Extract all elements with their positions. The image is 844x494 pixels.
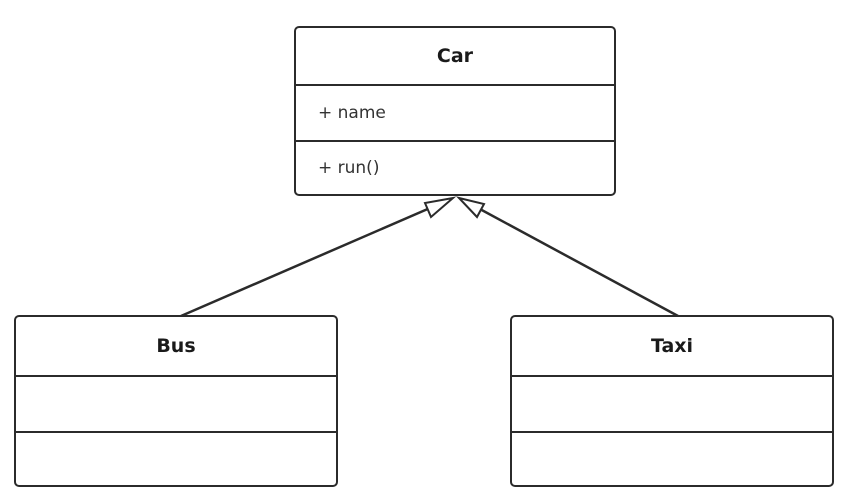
- edge-bus-to-car: [180, 196, 457, 318]
- edge-taxi-to-car-arrowhead: [455, 196, 486, 219]
- class-bus-operations: [16, 431, 336, 485]
- class-taxi[interactable]: Taxi: [510, 315, 834, 487]
- class-bus[interactable]: Bus: [14, 315, 338, 487]
- class-car-name: Car: [436, 45, 474, 67]
- edge-bus-to-car-line: [180, 206, 431, 318]
- class-taxi-name: Taxi: [650, 335, 694, 357]
- class-taxi-attributes: [512, 375, 832, 431]
- class-taxi-operations: [512, 431, 832, 485]
- class-car-operations: + run(): [296, 140, 614, 194]
- edge-bus-to-car-arrowhead: [423, 196, 457, 219]
- edge-taxi-to-car: [455, 196, 679, 318]
- class-car[interactable]: Car + name + run(): [294, 26, 616, 196]
- class-bus-attributes: [16, 375, 336, 431]
- edge-taxi-to-car-line: [477, 206, 679, 318]
- class-bus-name: Bus: [156, 335, 196, 357]
- class-car-attributes: + name: [296, 84, 614, 140]
